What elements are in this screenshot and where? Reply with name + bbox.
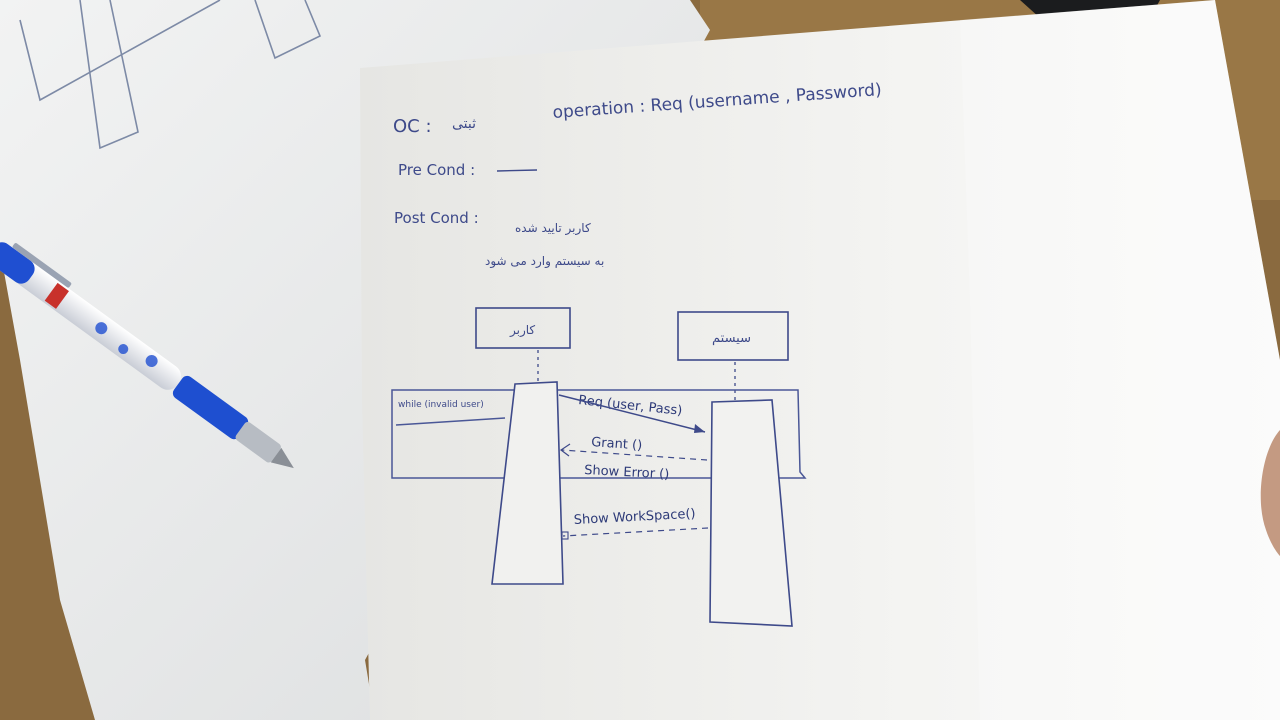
postcond-line-2: به سیستم وارد می شود	[485, 254, 604, 269]
msg-request-arrowhead	[694, 424, 705, 433]
msg-workspace-arrowhead	[561, 531, 569, 540]
precond-dash	[496, 169, 538, 172]
msg-error-label: Show Error ()	[584, 463, 670, 482]
actor-user-box	[475, 307, 571, 349]
pen-cap-end	[0, 242, 35, 284]
front-paper-fold-shadow	[960, 0, 1280, 720]
pen-clip	[12, 243, 72, 288]
oc-label: OC :	[393, 116, 432, 137]
pen-pattern-dot-3	[145, 355, 158, 368]
msg-workspace-label: Show WorkSpace()	[573, 507, 696, 528]
pen-pattern-dot-2	[118, 344, 129, 355]
back-sheet-sketch	[19, 0, 322, 150]
ballpoint-pen	[0, 242, 294, 469]
oc-farsi-text: ثبتی	[452, 116, 476, 132]
actor-system-label: سیستم	[712, 331, 751, 346]
msg-grant-label: Grant ()	[591, 435, 643, 454]
postcond-label: Post Cond :	[394, 209, 479, 227]
pen-red-band	[44, 282, 69, 309]
msg-grant-arrow	[561, 449, 708, 461]
actor-system-box	[677, 311, 789, 361]
loop-frame	[391, 389, 807, 479]
msg-workspace-arrow	[562, 527, 709, 537]
postcond-line-1: کاربر تایید شده	[515, 221, 591, 236]
actor-user-label: کاربر	[509, 323, 535, 338]
pen-pattern-dot-1	[95, 322, 108, 335]
loop-guard-text: while (invalid user)	[398, 400, 484, 410]
user-activation-bar	[491, 381, 564, 585]
loop-guard-divider	[395, 417, 506, 426]
msg-request-arrow	[558, 394, 706, 433]
pen-grip	[172, 375, 249, 440]
precond-label: Pre Cond :	[398, 161, 475, 179]
system-activation-bar	[709, 399, 793, 627]
msg-grant-arrowhead	[559, 443, 571, 457]
pen-barrel	[0, 243, 182, 390]
pen-metal-tip	[235, 421, 281, 463]
front-paper-sheet	[360, 0, 1280, 720]
pen-point	[270, 447, 294, 469]
finger-edge	[1260, 430, 1280, 556]
